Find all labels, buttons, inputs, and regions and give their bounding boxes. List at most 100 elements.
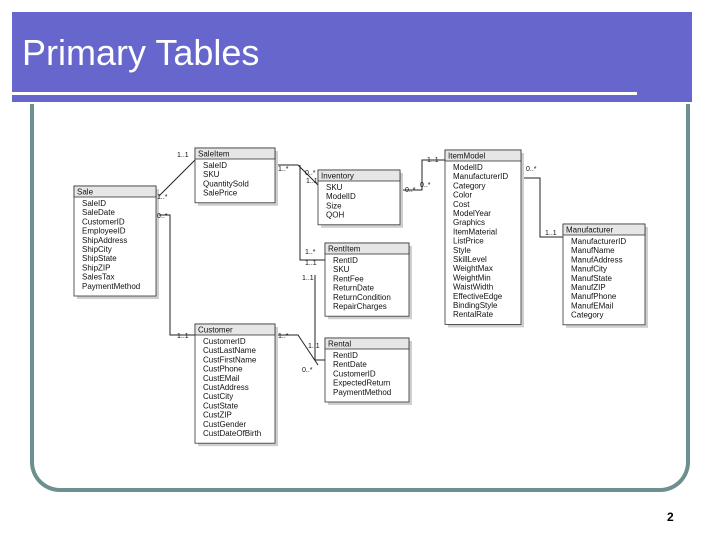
cardinality-label: 1..*	[278, 166, 289, 173]
entity-field: CustEMail	[203, 374, 240, 383]
entity-field: PaymentMethod	[333, 388, 391, 397]
entity-field: SKU	[333, 265, 350, 274]
relationship-line	[154, 159, 196, 201]
entity-field: ModelID	[453, 163, 483, 172]
entity-field: QuantitySold	[203, 179, 249, 188]
entity-field: RentID	[333, 256, 358, 265]
entity-field: ManufPhone	[571, 292, 617, 301]
cardinality-label: 1..1	[177, 333, 189, 340]
entity-field: ManufCity	[571, 265, 607, 274]
entity-field: RentalRate	[453, 310, 494, 319]
cardinality-label: 1..1	[308, 343, 320, 350]
cardinality-label: 0..*	[526, 166, 537, 173]
entity-field: ItemMaterial	[453, 227, 497, 236]
cardinality-label: 1..*	[278, 333, 289, 340]
entity-field: PaymentMethod	[82, 282, 140, 291]
entity-field: SalePrice	[203, 189, 238, 198]
cardinality-label: 1..*	[305, 249, 316, 256]
entity-field: Graphics	[453, 218, 485, 227]
entity-field: Cost	[453, 200, 470, 209]
entity-header	[562, 223, 646, 236]
entity-field: CustAddress	[203, 383, 249, 392]
entity-field: ManufName	[571, 246, 615, 255]
entity-field: CustState	[203, 401, 239, 410]
entity-field: CustDateOfBirth	[203, 429, 261, 438]
entity-field: ShipZIP	[82, 263, 110, 272]
cardinality-label: 1..1	[427, 157, 439, 164]
entity-header	[73, 185, 157, 198]
relationship-line	[275, 334, 319, 366]
entity-name: SaleItem	[198, 150, 230, 159]
cardinality-label: 1..1	[545, 230, 557, 237]
entity-field: WeightMax	[453, 264, 493, 273]
entity-sale: SaleSaleIDSaleDateCustomerIDEmployeeIDSh…	[73, 185, 159, 299]
entity-manufacturer: ManufacturerManufacturerIDManufNameManuf…	[562, 223, 648, 328]
cardinality-label: 0..*	[405, 187, 416, 194]
content-frame	[30, 104, 690, 492]
cardinality-label: 0..*	[420, 182, 431, 189]
entity-field: ListPrice	[453, 237, 484, 246]
entity-field: CustFirstName	[203, 355, 257, 364]
entity-box	[444, 149, 522, 325]
entity-field: ManufZIP	[571, 283, 606, 292]
entity-field: RentFee	[333, 274, 364, 283]
entity-field: ReturnDate	[333, 284, 374, 293]
title-banner: Primary Tables	[12, 12, 692, 102]
entity-field: SalesTax	[82, 273, 114, 282]
cardinality-label: 0..*	[302, 367, 313, 374]
entity-rental: RentalRentIDRentDateCustomerIDExpectedRe…	[324, 337, 412, 405]
entity-field: CustCity	[203, 392, 233, 401]
entity-field: RentID	[333, 351, 358, 360]
entity-field: BindingStyle	[453, 301, 498, 310]
entity-header	[194, 323, 276, 336]
entity-field: SaleID	[82, 199, 106, 208]
cardinality-label: 0..*	[305, 170, 316, 177]
entity-header	[324, 337, 410, 350]
entity-field: EffectiveEdge	[453, 292, 503, 301]
entity-box	[194, 323, 276, 444]
entity-field: SaleID	[203, 161, 227, 170]
entity-field: ReturnCondition	[333, 293, 391, 302]
relationship-line	[314, 275, 325, 361]
entity-name: ItemModel	[448, 152, 486, 161]
entity-field: Category	[453, 181, 485, 190]
entity-field: CustPhone	[203, 365, 243, 374]
entity-box	[562, 223, 646, 326]
entity-field: SaleDate	[82, 208, 115, 217]
cardinality-label: 1..*	[157, 194, 168, 201]
relationship-line	[520, 177, 563, 238]
entity-field: SkillLevel	[453, 255, 487, 264]
entity-box	[73, 185, 157, 297]
entity-field: RepairCharges	[333, 302, 387, 311]
entity-field: EmployeeID	[82, 227, 126, 236]
entity-field: CustomerID	[82, 217, 125, 226]
entity-name: Customer	[198, 326, 233, 335]
entity-itemmodel: ItemModelModelIDManufacturerIDCategoryCo…	[444, 149, 524, 328]
entity-header	[317, 169, 401, 182]
relationship-line	[275, 164, 319, 186]
entity-field: ManufacturerID	[453, 172, 508, 181]
entity-customer: CustomerCustomerIDCustLastNameCustFirstN…	[194, 323, 278, 447]
entity-field: ShipAddress	[82, 236, 127, 245]
entity-field: CustomerID	[333, 369, 376, 378]
entity-field: ModelYear	[453, 209, 491, 218]
relationship-line	[155, 214, 195, 336]
cardinality-label: 1..1	[305, 260, 317, 267]
entity-field: Category	[571, 311, 603, 320]
entity-field: ShipCity	[82, 245, 112, 254]
entity-header	[324, 242, 410, 255]
relationship-line	[299, 165, 325, 261]
entity-name: Inventory	[321, 172, 354, 181]
entity-field: ManufacturerID	[571, 237, 626, 246]
entity-name: Sale	[77, 188, 94, 197]
entity-field: CustZIP	[203, 411, 232, 420]
entity-field: WaistWidth	[453, 283, 493, 292]
cardinality-label: 1..1	[177, 152, 189, 159]
page-title: Primary Tables	[22, 32, 260, 73]
entity-field: QOH	[326, 211, 344, 220]
entity-field: CustLastName	[203, 346, 256, 355]
entity-field: WeightMin	[453, 273, 491, 282]
entity-field: ShipState	[82, 254, 117, 263]
